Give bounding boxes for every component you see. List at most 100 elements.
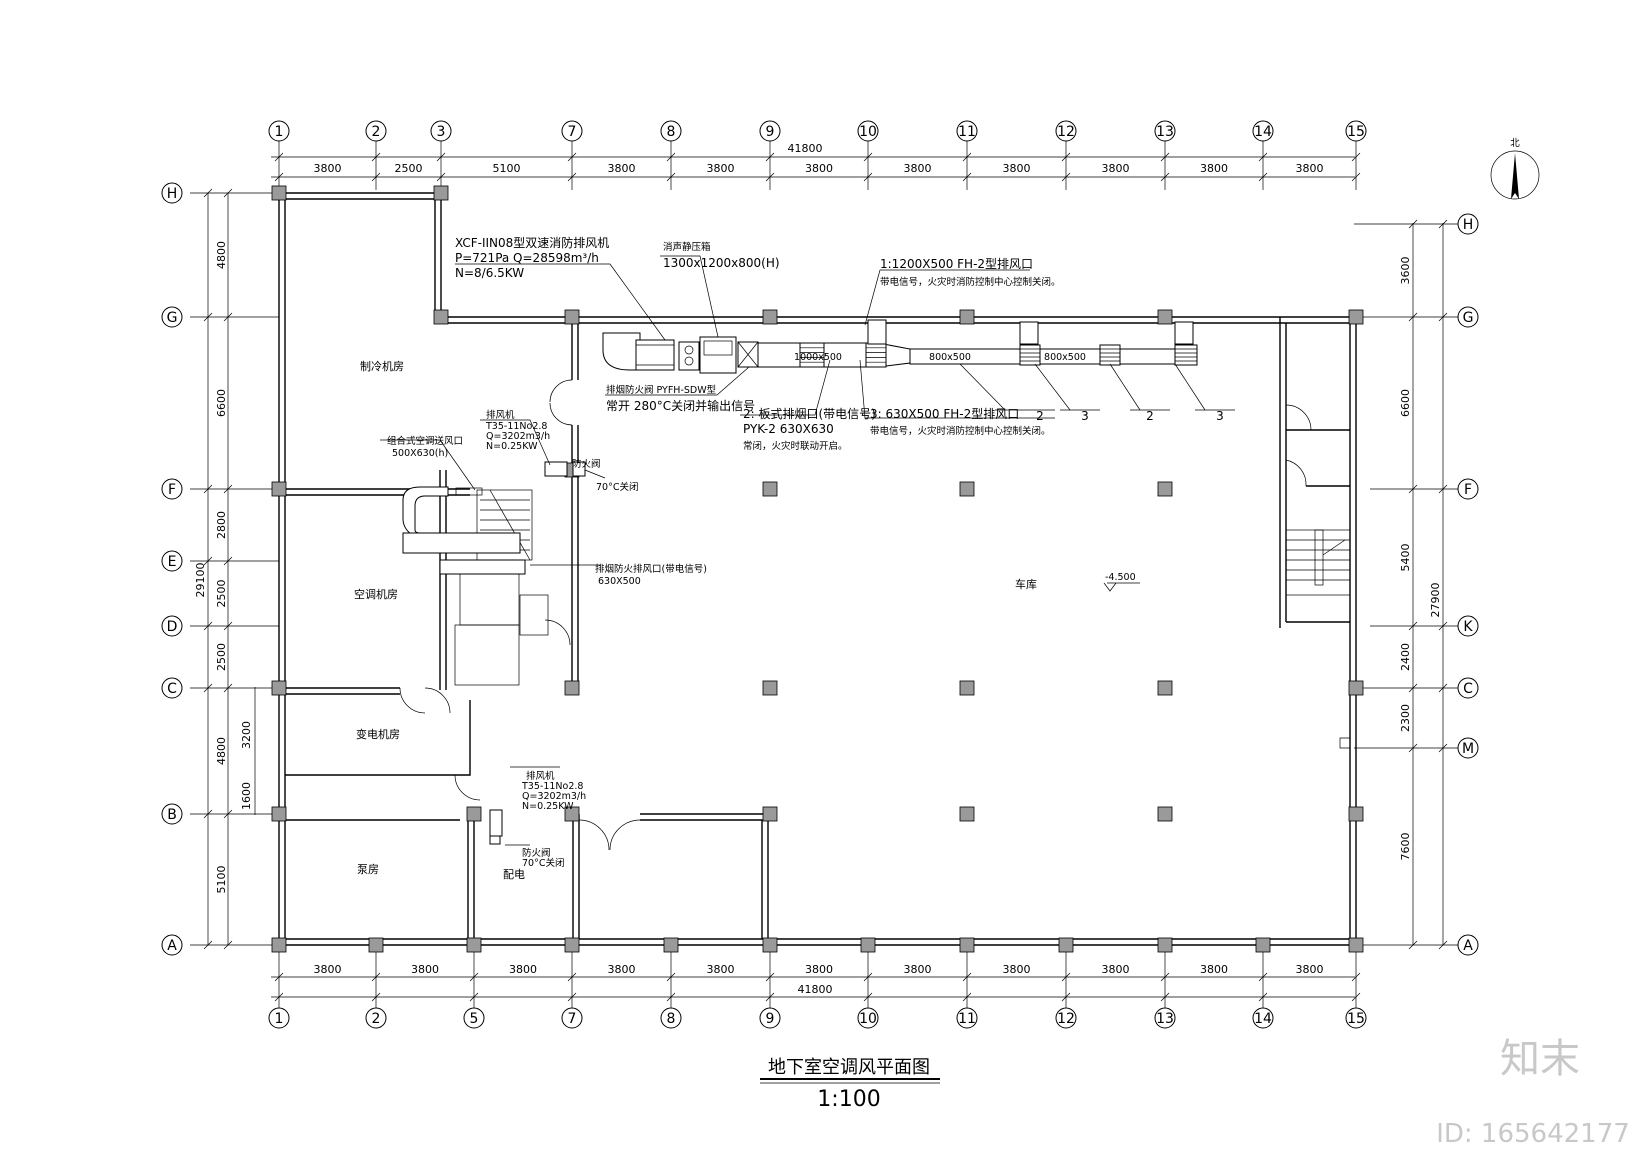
top-span-dim: 3800	[608, 162, 636, 175]
duct-size-2: 800x500	[929, 352, 971, 363]
column	[1157, 680, 1173, 696]
column	[663, 937, 679, 953]
axis-bubble: 9	[759, 120, 781, 142]
axis-label: D	[167, 619, 178, 635]
axis-bubble: C	[161, 677, 183, 699]
axis-label: 1	[275, 1011, 284, 1027]
axis-bubble: 2	[365, 120, 387, 142]
top-span-dim: 3800	[904, 162, 932, 175]
duct-riser	[1174, 321, 1194, 345]
axis-bubble: 13	[1154, 1007, 1176, 1029]
pump-fire-valve: 防火阀	[522, 847, 551, 859]
column	[762, 806, 778, 822]
bottom-span-dim: 3800	[509, 963, 537, 976]
axis-label: G	[167, 310, 178, 326]
axis-bubble: 12	[1055, 1007, 1077, 1029]
column	[1255, 937, 1271, 953]
axis-bubble: 1	[268, 120, 290, 142]
axis-label: 13	[1156, 124, 1174, 140]
column	[271, 806, 287, 822]
pump-fan-power: N=0.25KW	[522, 801, 574, 812]
column	[1058, 937, 1074, 953]
fire-valve-label: 防火阀	[572, 458, 601, 470]
axis-label: 7	[568, 124, 577, 140]
room-labels: 制冷机房 空调机房 变电机房 泵房 配电 车库 -4.500	[354, 359, 1140, 881]
axis-label: H	[1463, 217, 1474, 233]
tag-3-b: 3	[1216, 409, 1224, 423]
column	[368, 937, 384, 953]
room-pump: 泵房	[357, 863, 379, 876]
tag-2-b: 2	[1146, 409, 1154, 423]
small-fan-flow: Q=3202m3/h	[486, 431, 550, 442]
axis-label: 15	[1347, 124, 1365, 140]
column	[959, 806, 975, 822]
axis-label: C	[167, 681, 177, 697]
column	[271, 937, 287, 953]
column	[1348, 309, 1364, 325]
duct-size-3: 800x500	[1044, 352, 1086, 363]
column	[959, 481, 975, 497]
axis-bubble: 10	[857, 1007, 879, 1029]
watermark-id: ID: 165642177	[1436, 1119, 1630, 1149]
axis-label: 14	[1254, 1011, 1272, 1027]
axis-label: 10	[859, 124, 877, 140]
axis-bubble: F	[1457, 478, 1479, 500]
column	[762, 481, 778, 497]
axis-label: 2	[372, 124, 381, 140]
duct-grille	[799, 342, 825, 368]
axis-bubble: 15	[1345, 120, 1367, 142]
top-span-dim: 2500	[395, 162, 423, 175]
axis-bubble: 13	[1154, 120, 1176, 142]
structural-columns	[271, 185, 1364, 953]
north-arrow: 北	[1490, 138, 1540, 200]
bottom-span-dim: 3800	[1296, 963, 1324, 976]
room-ac: 空调机房	[354, 587, 398, 601]
axis-label: B	[167, 807, 177, 823]
column	[762, 680, 778, 696]
left-sub-dim-2: 1600	[240, 782, 253, 810]
axis-label: H	[167, 186, 178, 202]
axis-bubble: E	[161, 550, 183, 572]
right-span-dim: 2300	[1399, 704, 1412, 732]
axis-bubble: 9	[759, 1007, 781, 1029]
axis-bubble: H	[161, 182, 183, 204]
ac-room-duct	[402, 532, 521, 554]
drawing-title: 地下室空调风平面图	[768, 1057, 930, 1078]
room-distribution: 配电	[503, 868, 525, 881]
axis-bubble: A	[1457, 934, 1479, 956]
axis-bubble: 2	[365, 1007, 387, 1029]
duct-riser	[867, 319, 887, 345]
axis-label: M	[1462, 741, 1474, 757]
axis-label: F	[168, 482, 176, 498]
damper-3-note: 带电信号，火灾时消防控制中心控制关闭。	[870, 425, 1051, 437]
axis-bubble: 12	[1055, 120, 1077, 142]
small-fan-power: N=0.25KW	[486, 441, 538, 452]
axis-label: 3	[437, 124, 446, 140]
fan-model-label: XCF-IIN08型双速消防排风机	[455, 235, 609, 250]
axis-label: 7	[568, 1011, 577, 1027]
damper-1-note: 带电信号，火灾时消防控制中心控制关闭。	[880, 276, 1061, 288]
right-span-dim: 2400	[1399, 643, 1412, 671]
column	[762, 309, 778, 325]
axis-label: 14	[1254, 124, 1272, 140]
left-span-dim: 6600	[215, 389, 228, 417]
tag-3-a: 3	[1081, 409, 1089, 423]
small-fan-model: T35-11No2.8	[485, 421, 547, 432]
watermark: 知末 ID: 165642177	[1436, 1036, 1630, 1149]
duct-grille	[865, 342, 887, 368]
top-span-dim: 3800	[1102, 162, 1130, 175]
top-span-dim: 3800	[707, 162, 735, 175]
duct-system: 1000x500 800x500 800x500	[402, 319, 1198, 845]
column	[564, 937, 580, 953]
axis-bubble: H	[1457, 213, 1479, 235]
axis-label: K	[1463, 619, 1473, 635]
pump-room-fan	[489, 809, 503, 837]
top-span-dim: 3800	[1003, 162, 1031, 175]
axis-bubble: 8	[660, 1007, 682, 1029]
axis-bubble: 7	[561, 120, 583, 142]
column	[762, 937, 778, 953]
axis-bubble: K	[1457, 615, 1479, 637]
